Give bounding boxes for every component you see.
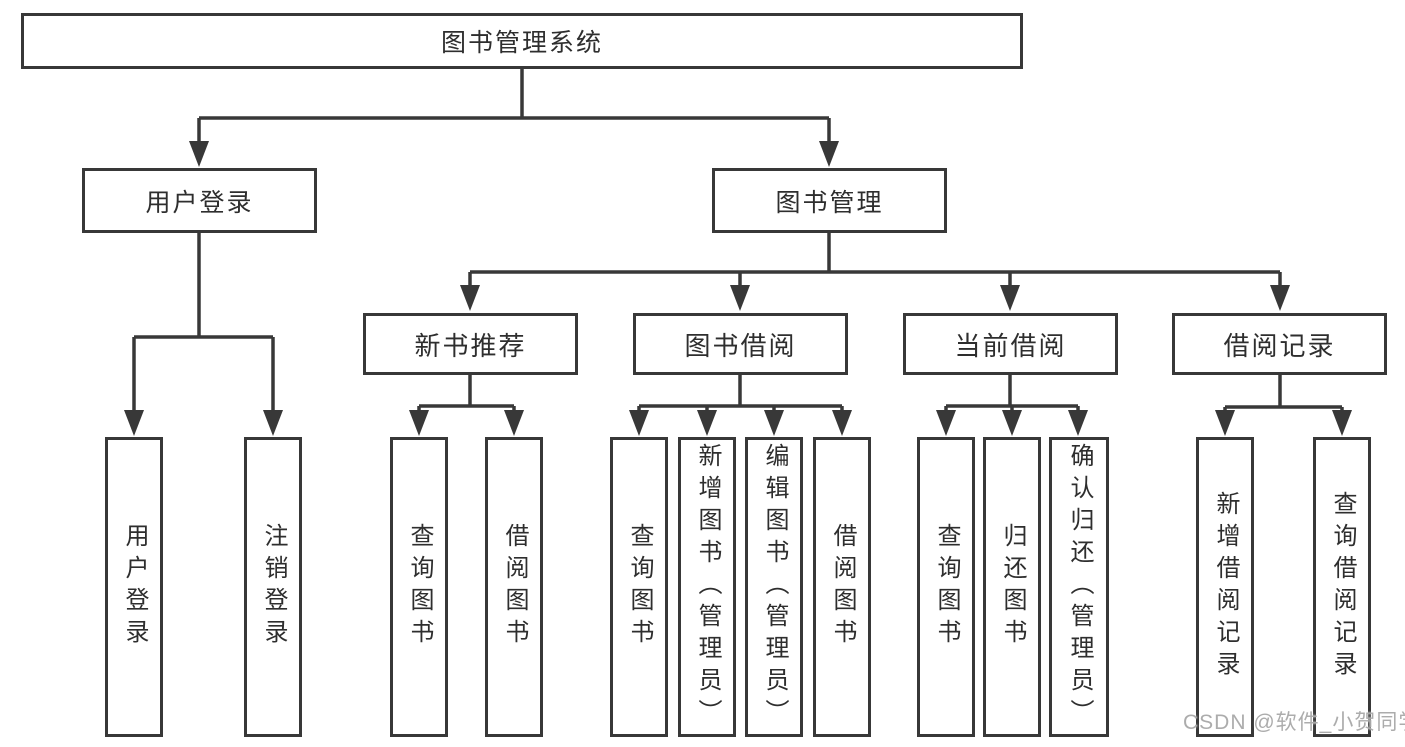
leaf-borrow-books-label: 借阅图书 [829,523,856,651]
node-book-borrow-label: 图书借阅 [684,330,797,361]
node-current-borrow: 当前借阅 [903,313,1118,375]
leaf-edit-book-admin-label: 编辑图书（管理员） [761,443,788,731]
leaf-return-book-label: 归还图书 [999,523,1026,651]
node-book-management-label: 图书管理 [775,188,884,217]
leaf-return-book: 归还图书 [983,437,1041,737]
node-root-label: 图书管理系统 [440,29,603,57]
node-root: 图书管理系统 [21,13,1023,69]
node-new-book-recommend: 新书推荐 [363,313,578,375]
leaf-logout: 注销登录 [244,437,302,737]
watermark: CSDN @软件_小贺同学 [1183,711,1405,734]
leaf-query-books-recommend: 查询图书 [390,437,448,737]
leaf-query-books-recommend-label: 查询图书 [406,523,433,651]
node-new-book-recommend-label: 新书推荐 [414,330,527,361]
leaf-add-book-admin: 新增图书（管理员） [678,437,736,737]
leaf-logout-label: 注销登录 [260,523,287,651]
node-borrow-records: 借阅记录 [1172,313,1387,375]
leaf-query-books-current: 查询图书 [917,437,975,737]
leaf-confirm-return-admin-label: 确认归还（管理员） [1066,443,1093,731]
leaf-query-borrow-record: 查询借阅记录 [1313,437,1371,737]
leaf-borrow-books: 借阅图书 [813,437,871,737]
leaf-query-books-borrow: 查询图书 [610,437,668,737]
node-borrow-records-label: 借阅记录 [1223,330,1336,361]
node-user-login: 用户登录 [82,168,317,233]
node-user-login-label: 用户登录 [145,188,254,217]
leaf-query-borrow-record-label: 查询借阅记录 [1329,491,1356,683]
leaf-edit-book-admin: 编辑图书（管理员） [745,437,803,737]
leaf-query-books-current-label: 查询图书 [933,523,960,651]
leaf-confirm-return-admin: 确认归还（管理员） [1049,437,1109,737]
leaf-add-book-admin-label: 新增图书（管理员） [694,443,721,731]
node-current-borrow-label: 当前借阅 [954,330,1067,361]
leaf-borrow-books-recommend-label: 借阅图书 [501,523,528,651]
node-book-management: 图书管理 [712,168,947,233]
node-book-borrow: 图书借阅 [633,313,848,375]
leaf-add-borrow-record: 新增借阅记录 [1196,437,1254,737]
leaf-user-login: 用户登录 [105,437,163,737]
leaf-add-borrow-record-label: 新增借阅记录 [1212,491,1239,683]
leaf-borrow-books-recommend: 借阅图书 [485,437,543,737]
leaf-user-login-label: 用户登录 [121,523,148,651]
leaf-query-books-borrow-label: 查询图书 [626,523,653,651]
